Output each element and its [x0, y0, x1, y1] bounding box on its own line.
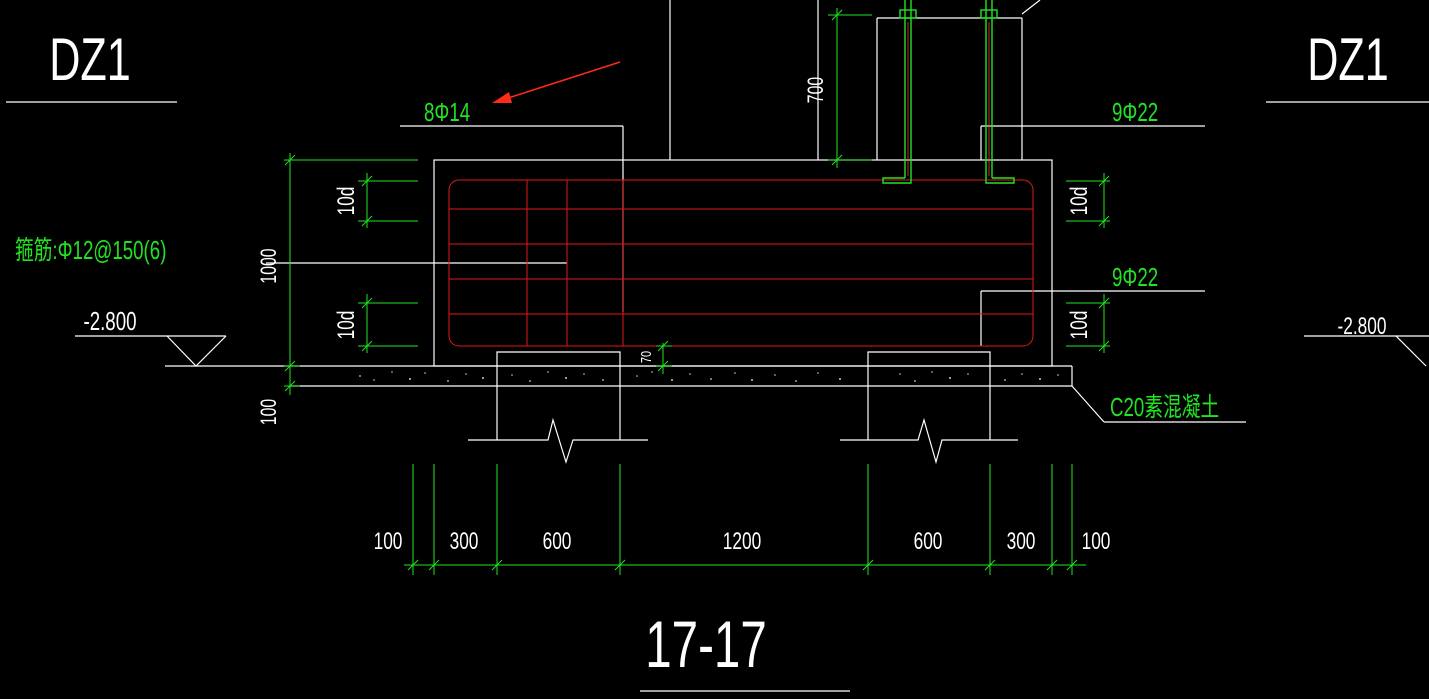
dim-chain-label: 300 — [1007, 528, 1036, 554]
dim-height-label: 1000 — [258, 248, 282, 283]
rebar-top-label: 8Φ14 — [424, 97, 470, 127]
concrete-label: C20素混凝土 — [1110, 392, 1219, 422]
drawing-title-right: DZ1 — [1307, 27, 1389, 94]
callout-arrow — [492, 61, 621, 103]
drawing-title-left: DZ1 — [49, 27, 131, 94]
anchor-length-label: 10d — [333, 311, 359, 340]
dim-chain-label: 100 — [1082, 528, 1111, 554]
section-label: 17-17 — [645, 608, 767, 681]
dim-chain-label: 300 — [450, 528, 479, 554]
dim-bolt-label: 700 — [805, 77, 829, 103]
dim-chain-label: 600 — [543, 528, 572, 554]
rebar-right-top-label: 9Φ22 — [1112, 97, 1158, 127]
anchor-length-label: 10d — [1066, 311, 1092, 340]
dim-chain-label: 100 — [374, 528, 403, 554]
outline-geometry — [6, 0, 1429, 692]
dim-chain-label: 600 — [914, 528, 943, 554]
dim-cover-label: 70 — [637, 351, 654, 363]
concrete-hatch — [359, 371, 1059, 382]
anchor-length-label: 10d — [333, 187, 359, 216]
dim-chain-label: 1200 — [723, 528, 761, 554]
elevation-label-left: -2.800 — [83, 306, 136, 336]
rebar-cage — [448, 179, 1034, 347]
anchor-length-label: 10d — [1066, 187, 1092, 216]
dimension-lines — [284, 8, 1110, 575]
dim-pad-label: 100 — [258, 399, 282, 425]
stirrup-label: 箍筋:Φ12@150(6) — [15, 235, 166, 265]
anchor-bolts — [882, 0, 1015, 184]
elevation-label-right: -2.800 — [1338, 313, 1387, 339]
rebar-right-bottom-label: 9Φ22 — [1112, 262, 1158, 292]
